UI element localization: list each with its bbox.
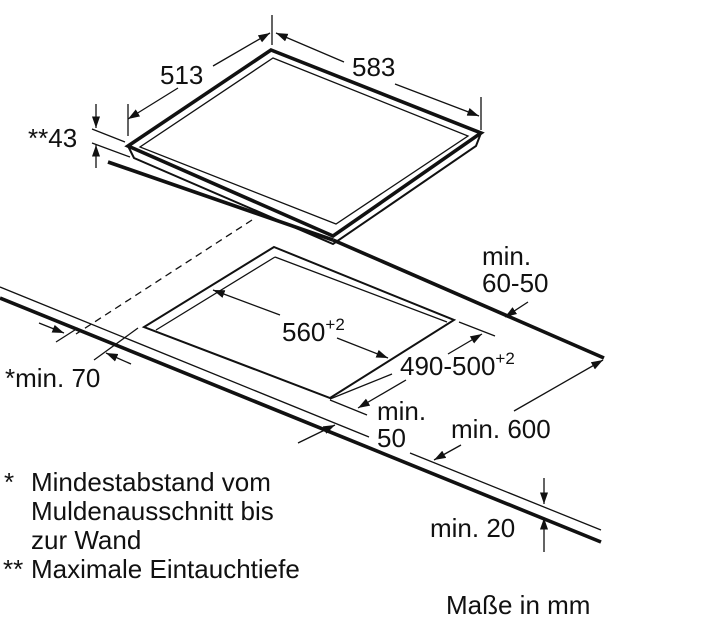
hob-frame-side [127, 132, 482, 246]
dimension-hob-width: 583 [275, 32, 482, 130]
footnote-1-line-1: Mindestabstand vom [31, 467, 271, 497]
back-distance-label-1: min. [482, 241, 531, 271]
units-note: Maße in mm [446, 590, 590, 617]
worktop-front-bottom-edge [0, 296, 602, 544]
hob-width-label: 583 [352, 52, 395, 82]
side-distance-label: *min. 70 [5, 363, 100, 393]
footnote-2-marker: ** [3, 554, 23, 584]
footnote-1-marker: * [4, 467, 14, 497]
dimension-front-distance: min. 50 [297, 379, 426, 453]
dimension-cutout-width: 560+2 [212, 289, 389, 359]
dimension-hob-height: **43 [28, 104, 131, 168]
front-distance-label-1: min. [377, 396, 426, 426]
worktop-front-top-edge [0, 286, 370, 438]
hob-glass-inner [138, 57, 470, 225]
footnote-1-line-2: Muldenausschnitt bis [31, 496, 274, 526]
dimension-back-distance: min. 60-50 [482, 241, 549, 318]
dimension-worktop-depth: min. 600 [433, 359, 604, 461]
dimension-worktop-thickness: min. 20 [430, 478, 549, 552]
worktop-depth-label: min. 600 [451, 414, 551, 444]
cutout-depth-label: 490-500+2 [400, 349, 515, 381]
hob-underside-edge [107, 160, 334, 242]
footnote-1-line-3: zur Wand [31, 525, 141, 555]
worktop-front-top-edge-2 [409, 452, 602, 531]
worktop-back-edge [332, 238, 605, 360]
alignment-dashed-line [75, 219, 253, 335]
cutout-outline [141, 245, 457, 400]
hob-outline [124, 47, 485, 239]
footnote-2-line-1: Maximale Eintauchtiefe [31, 554, 300, 584]
hob-depth-label: 513 [160, 60, 203, 90]
hob [107, 47, 485, 246]
dimension-hob-depth: 513 [127, 15, 273, 136]
cutout-width-label: 560+2 [282, 315, 345, 347]
front-distance-label-2: 50 [377, 423, 406, 453]
footnotes: * Mindestabstand vom Muldenausschnitt bi… [3, 467, 300, 584]
dimension-side-distance: *min. 70 [5, 322, 139, 393]
back-distance-label-2: 60-50 [482, 268, 549, 298]
dimension-cutout-depth: 490-500+2 [329, 321, 515, 416]
worktop [0, 238, 605, 544]
hob-height-label: **43 [28, 123, 77, 153]
worktop-thickness-label: min. 20 [430, 513, 515, 543]
